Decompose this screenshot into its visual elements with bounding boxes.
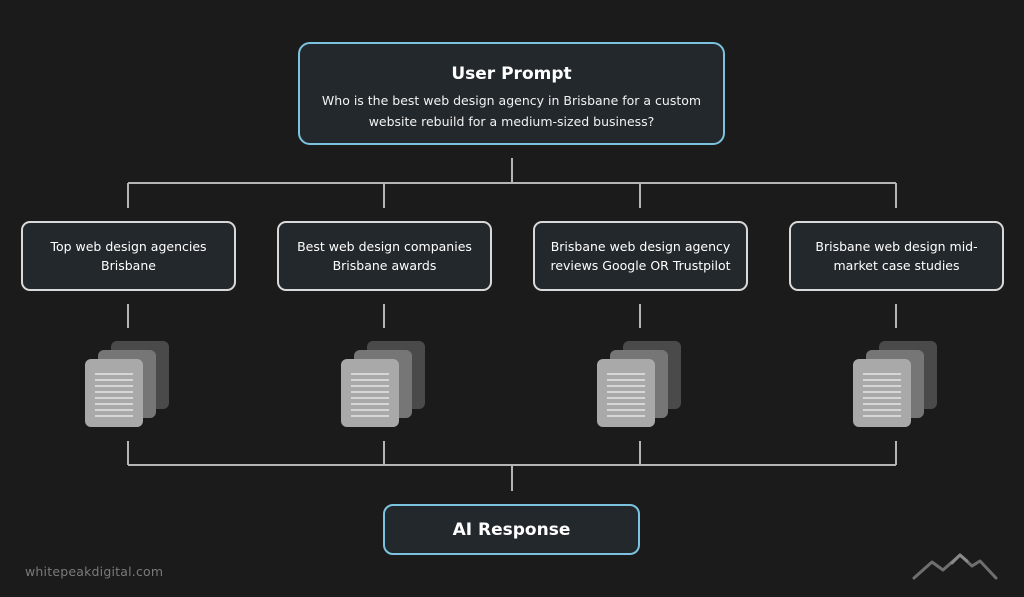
mountain-logo-icon (912, 553, 998, 580)
watermark-text: whitepeakdigital.com (25, 564, 164, 579)
documents-stack-icon (85, 341, 173, 429)
search-query-text-3: Brisbane web design agency reviews Googl… (550, 239, 731, 273)
documents-stack-icon (597, 341, 685, 429)
search-query-box-4: Brisbane web design mid-market case stud… (789, 221, 1004, 291)
ai-response-box: AI Response (383, 504, 640, 555)
user-prompt-text: Who is the best web design agency in Bri… (321, 93, 702, 129)
search-query-box-3: Brisbane web design agency reviews Googl… (533, 221, 748, 291)
documents-stack-icon (341, 341, 429, 429)
document-page-front (597, 359, 655, 427)
search-query-text-2: Best web design companies Brisbane award… (297, 239, 472, 273)
document-page-front (341, 359, 399, 427)
ai-response-title: AI Response (452, 519, 571, 540)
user-prompt-title: User Prompt (451, 64, 572, 84)
search-query-box-1: Top web design agencies Brisbane (21, 221, 236, 291)
documents-stack-icon (853, 341, 941, 429)
search-query-text-4: Brisbane web design mid-market case stud… (815, 239, 978, 273)
search-query-box-2: Best web design companies Brisbane award… (277, 221, 492, 291)
search-query-text-1: Top web design agencies Brisbane (50, 239, 207, 273)
document-page-front (85, 359, 143, 427)
user-prompt-box: User Prompt Who is the best web design a… (298, 42, 725, 145)
document-page-front (853, 359, 911, 427)
